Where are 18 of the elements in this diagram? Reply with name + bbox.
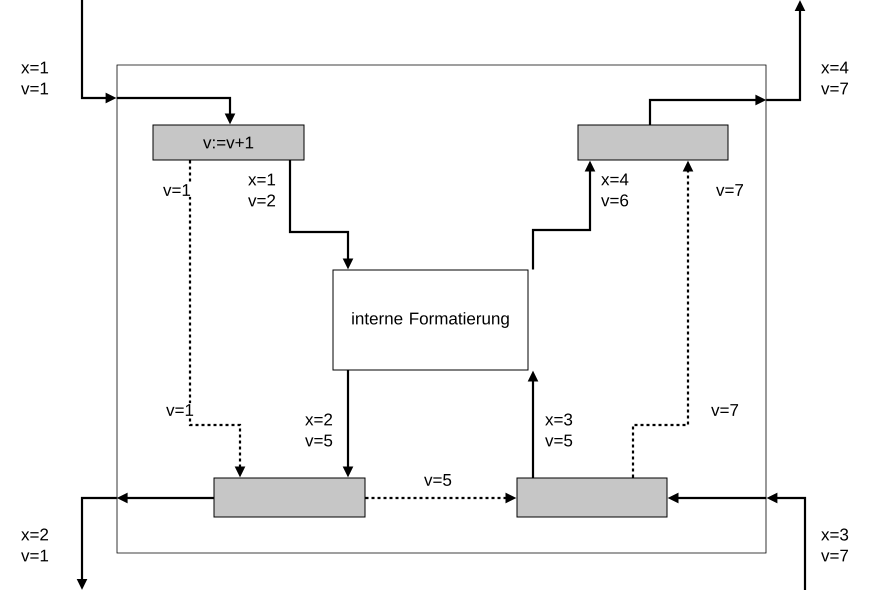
edge-label: v=5 — [423, 473, 459, 487]
edge-label: v=7 — [715, 183, 751, 197]
process-box — [516, 478, 668, 518]
process-box: v:=v+1 — [152, 124, 304, 160]
process-box — [214, 478, 366, 518]
value-label: v=1 — [165, 403, 195, 417]
edge-label: x=1 v=1 — [20, 60, 56, 96]
edge-label: x=1 v=2 — [247, 172, 283, 208]
edge-label: x=3 v=7 — [820, 528, 856, 562]
edge-label: x=4 v=6 — [600, 172, 636, 208]
edge-label: x=2 v=1 — [20, 528, 56, 562]
process-box: interne Formatierung — [332, 270, 528, 370]
process-box — [578, 124, 728, 160]
edge-label: v=1 — [162, 183, 198, 197]
edge-label: x=3 v=5 — [544, 412, 580, 448]
value-label: v=7 — [710, 403, 740, 417]
edge-label: x=2 v=5 — [304, 412, 340, 448]
edge-label: x=4 v=7 — [820, 60, 856, 96]
